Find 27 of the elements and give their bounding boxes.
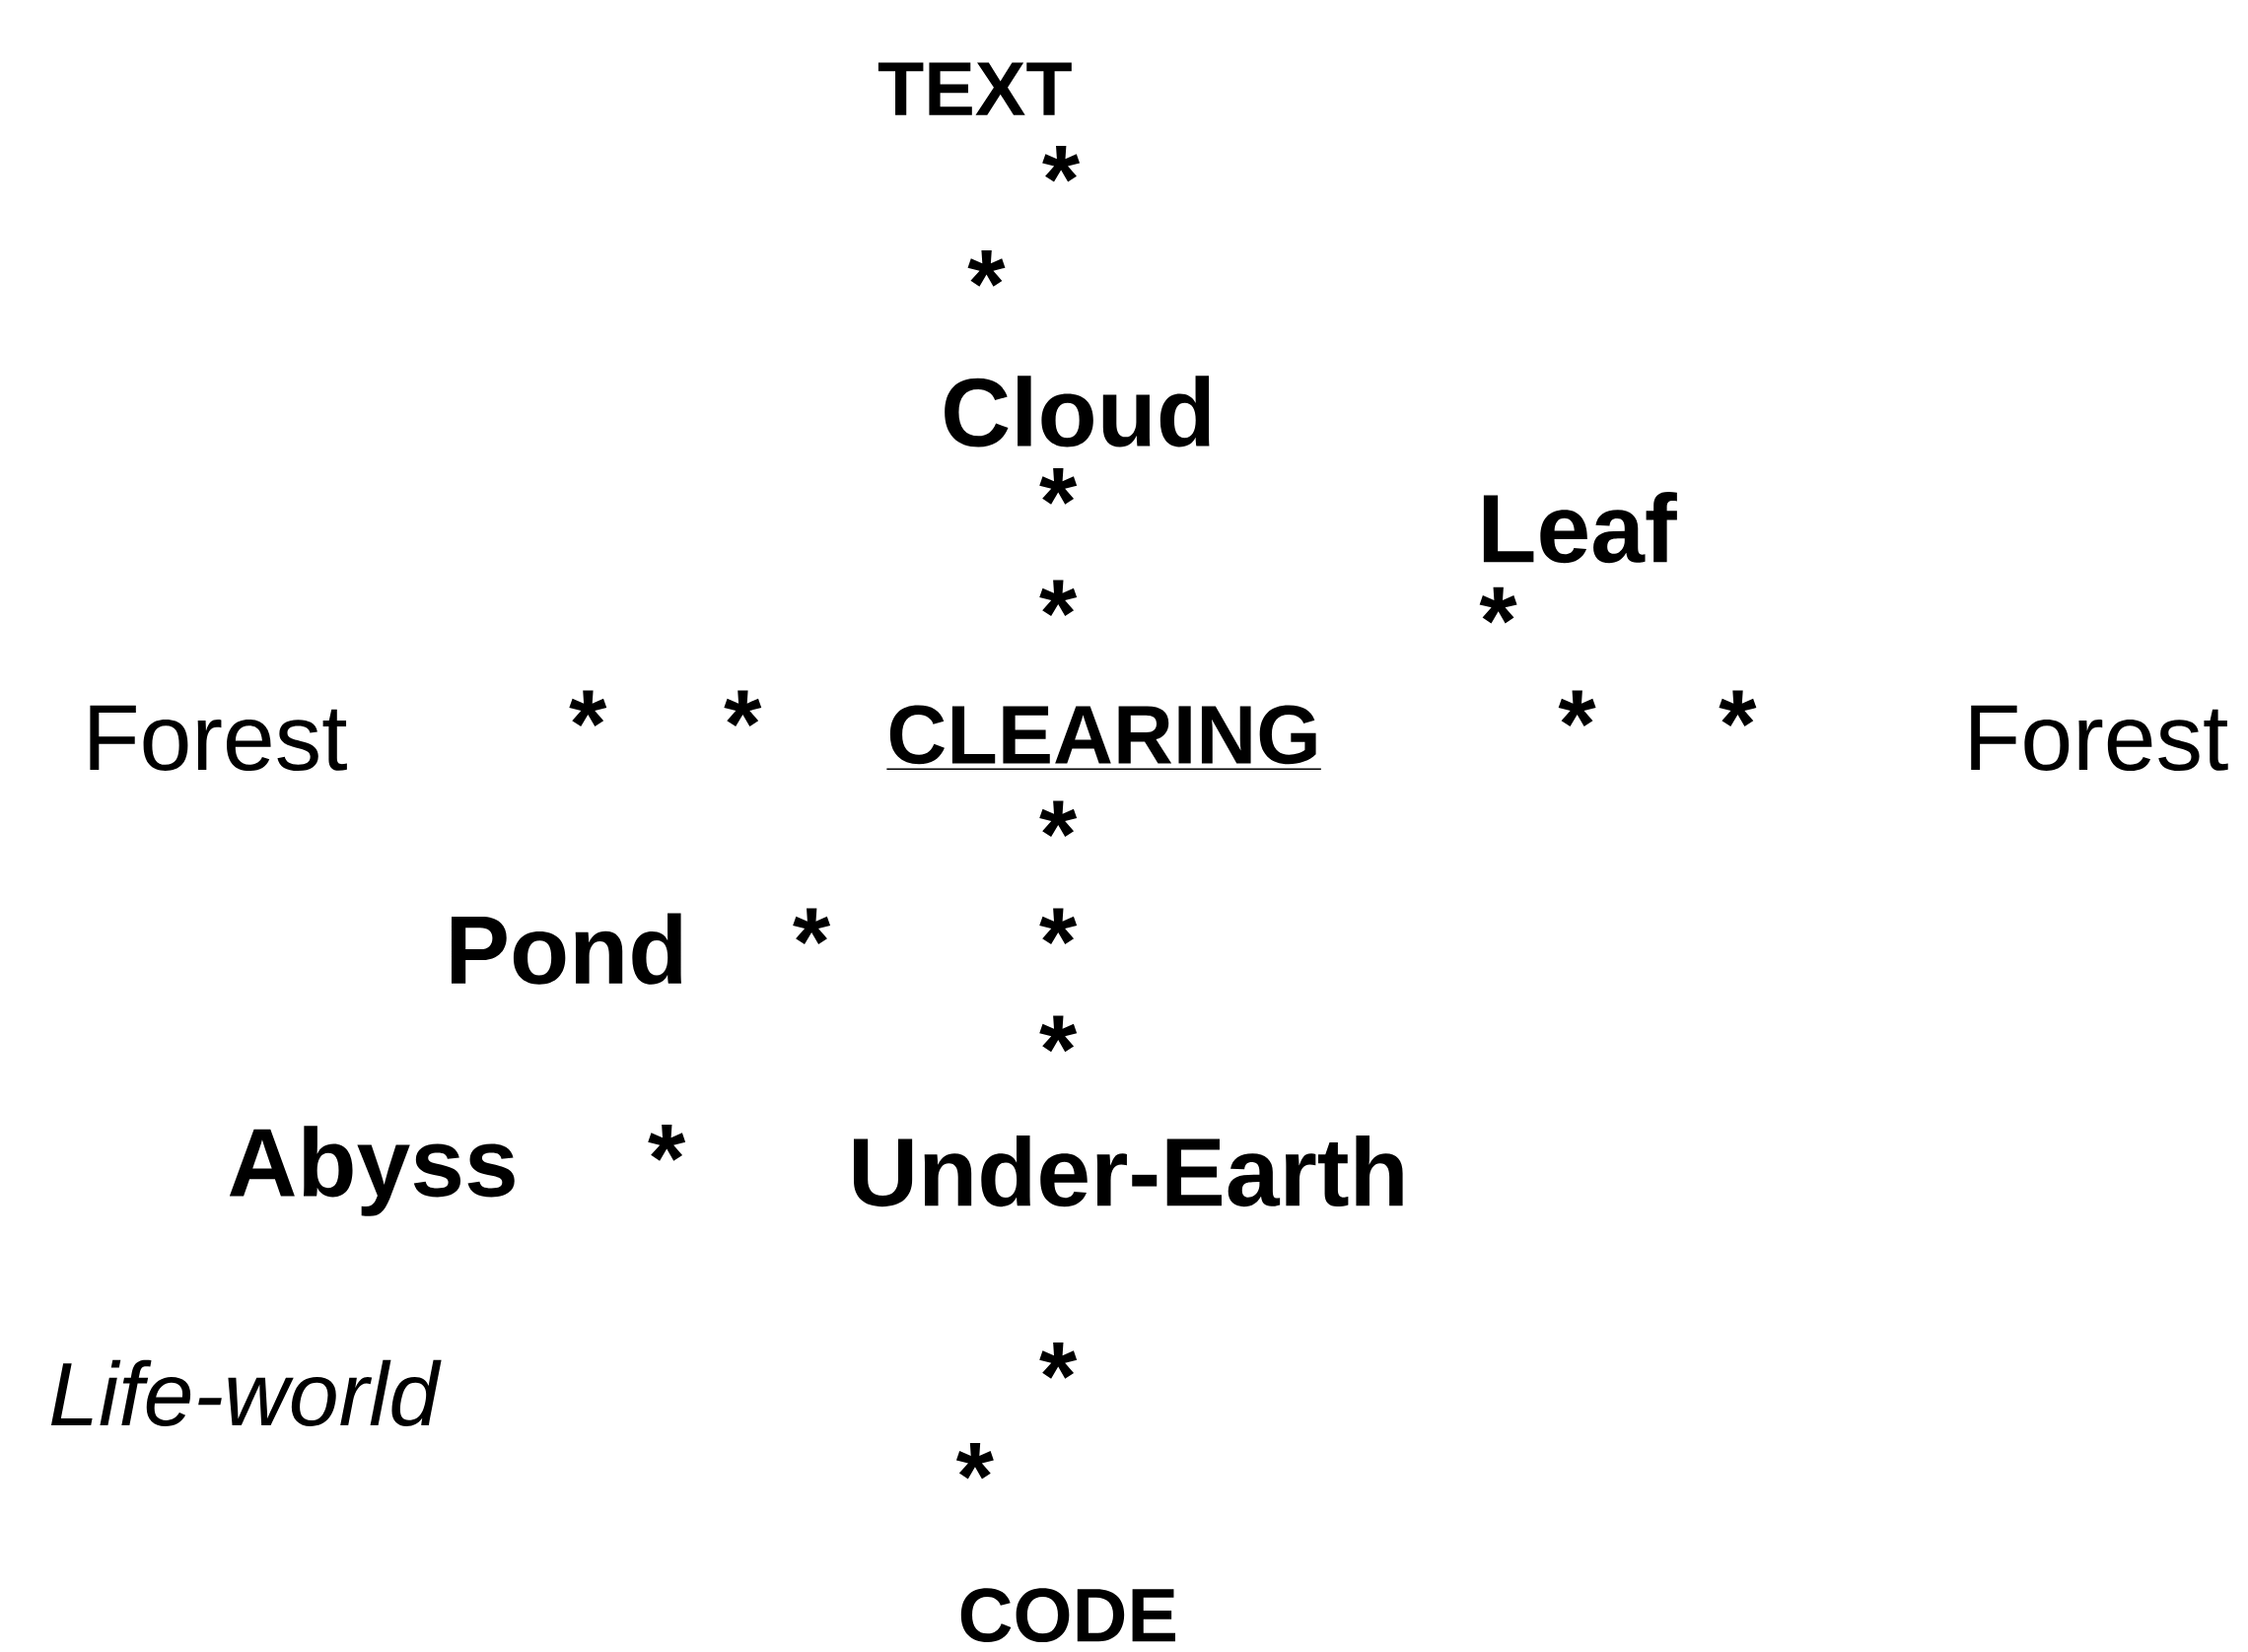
asterisk: *: [1039, 1015, 1078, 1053]
asterisk: *: [1039, 800, 1078, 838]
asterisk: *: [1042, 146, 1081, 182]
asterisk: *: [1039, 908, 1078, 945]
word-label: CODE: [960, 1588, 1175, 1643]
asterisk: *: [1039, 1342, 1078, 1379]
word-label: Abyss: [229, 1126, 515, 1216]
asterisk: *: [955, 1442, 994, 1480]
word-label: Forest: [90, 705, 347, 772]
word-label: Under-Earth: [854, 1135, 1403, 1207]
asterisk: *: [967, 250, 1006, 287]
word-label: Leaf: [1483, 492, 1677, 564]
word-label: Cloud: [945, 376, 1210, 447]
asterisk: *: [793, 908, 831, 945]
asterisk: *: [1479, 586, 1517, 624]
word-label: Forest: [1971, 705, 2228, 772]
asterisk: *: [1039, 580, 1078, 617]
asterisk: *: [569, 690, 607, 727]
underlined-word: CLEARING: [885, 705, 1322, 770]
asterisk: *: [724, 690, 762, 727]
asterisk: *: [1719, 690, 1757, 727]
word-label: Pond: [452, 913, 681, 985]
word-label: Life-world: [50, 1359, 442, 1426]
word-label: TEXT: [878, 62, 1072, 115]
asterisk: *: [648, 1125, 686, 1161]
asterisk: *: [1558, 690, 1596, 727]
asterisk: *: [1039, 468, 1078, 505]
